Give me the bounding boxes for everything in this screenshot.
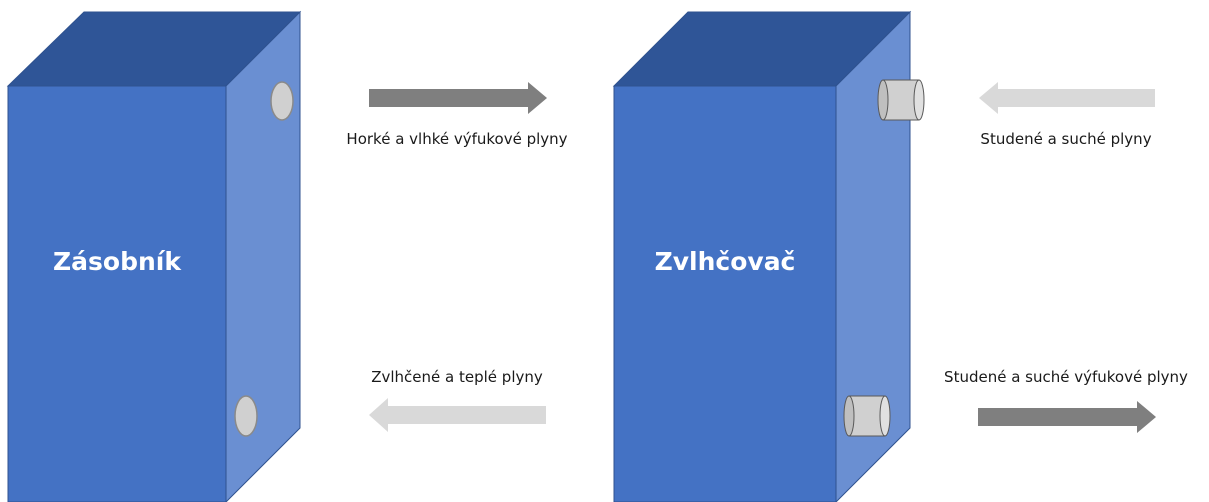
label-cold-dry-gases: Studené a suché plyny [980, 130, 1151, 148]
humidifier-front-face [613, 85, 837, 502]
arrow-cold-dry-gases [979, 82, 1155, 114]
humidifier-lower-port [843, 395, 891, 437]
humidifier-title: Zvlhčovač [655, 247, 796, 276]
humidifier-upper-port [877, 79, 925, 121]
humidifier-box: Zvlhčovač [612, 10, 925, 502]
arrow-cold-dry-exhaust [978, 401, 1156, 433]
arrow-hot-humid-exhaust [369, 82, 547, 114]
reservoir-title: Zásobník [53, 247, 182, 276]
reservoir-front-face [7, 85, 227, 502]
arrow-humidified-warm-gases [369, 398, 546, 432]
reservoir-upper-port [270, 81, 294, 121]
label-cold-dry-exhaust: Studené a suché výfukové plyny [944, 368, 1188, 386]
reservoir-lower-port [234, 395, 258, 437]
reservoir-box: Zásobník [6, 10, 302, 502]
label-hot-humid-exhaust: Horké a vlhké výfukové plyny [346, 130, 567, 148]
label-humidified-warm-gases: Zvlhčené a teplé plyny [371, 368, 543, 386]
